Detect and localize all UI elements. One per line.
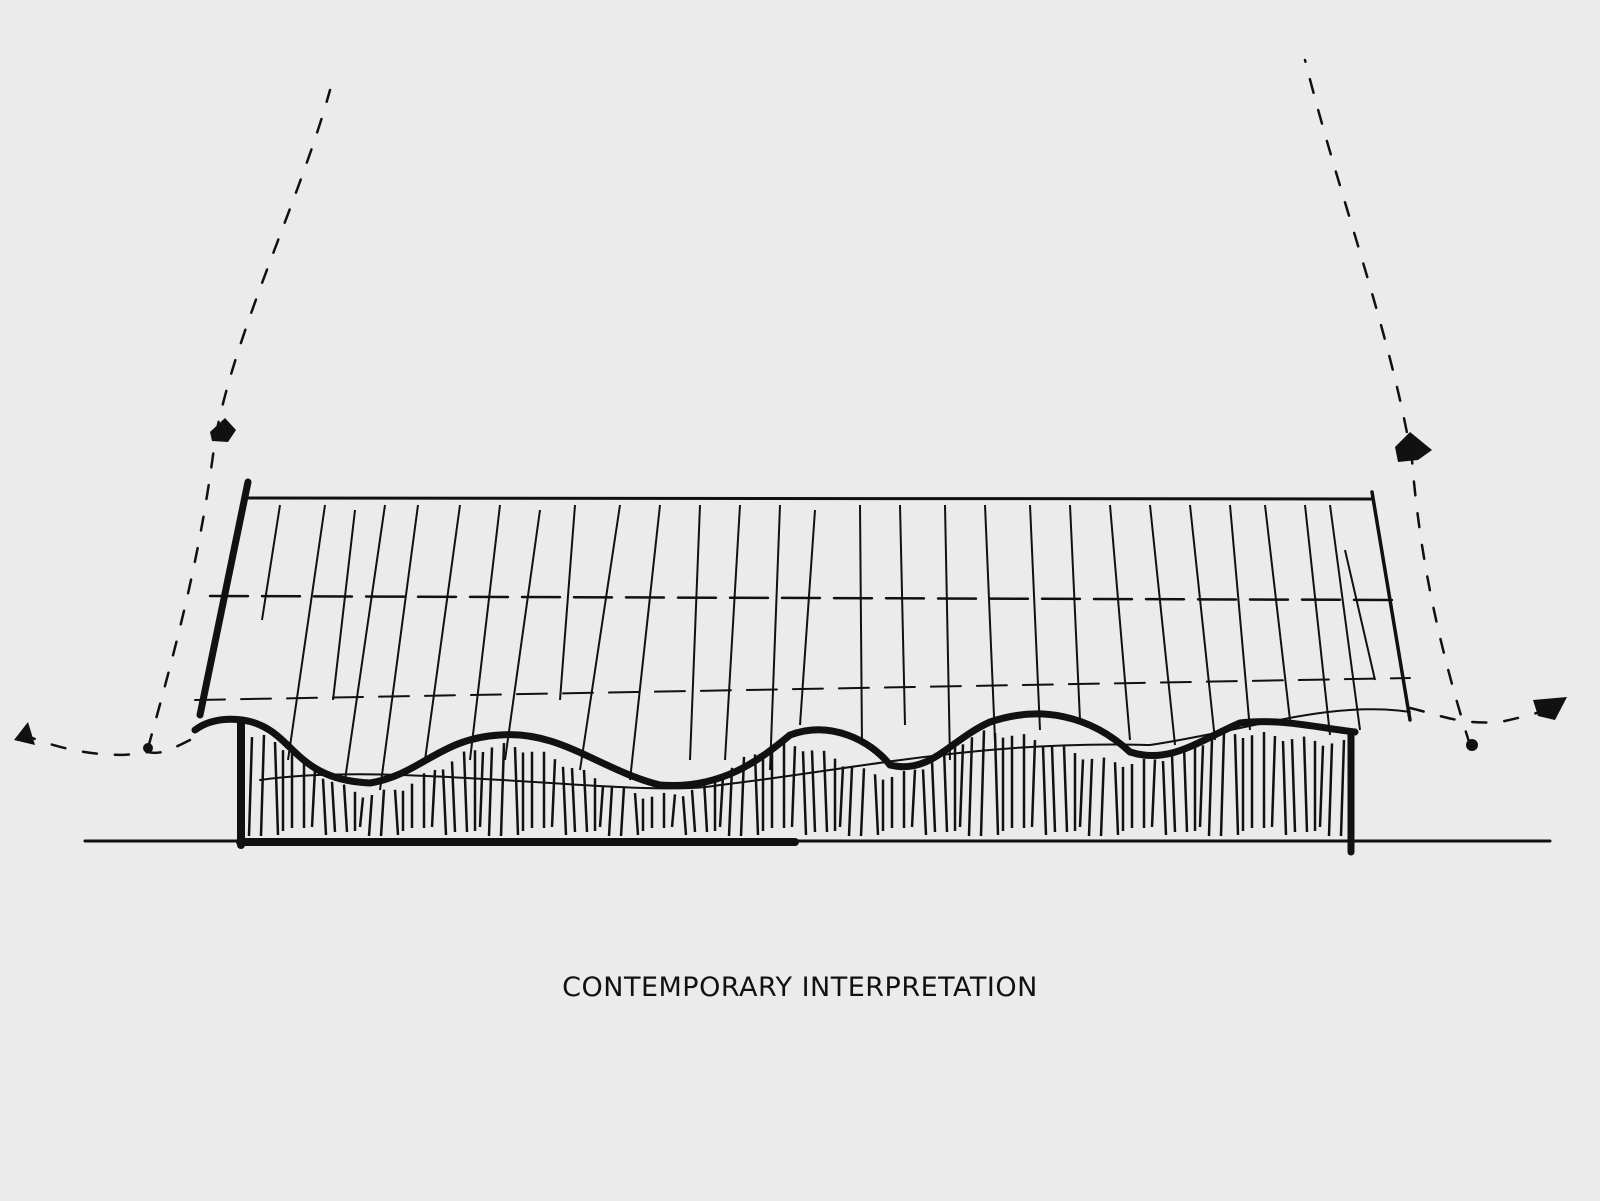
wavy-eave <box>191 710 1359 790</box>
wall-hatching <box>247 730 1346 837</box>
diagram-caption: CONTEMPORARY INTERPRETATION <box>562 972 1038 1003</box>
roof-ridge <box>243 496 1374 501</box>
arrowheads <box>14 418 1567 753</box>
arrow-head-right-out-icon <box>1533 697 1567 720</box>
arrow-head-left-out-icon <box>14 722 35 745</box>
dashed-arrow-left-up <box>146 88 332 750</box>
arrow-head-left-up-icon <box>210 418 236 442</box>
roof-hatching <box>261 504 1376 791</box>
dashed-arrow-right-up <box>1303 58 1472 747</box>
dashed-arrow-left-out <box>23 733 192 757</box>
dashed-arrow-right-out <box>1408 706 1557 724</box>
arrow-head-right-up-icon <box>1395 432 1432 462</box>
